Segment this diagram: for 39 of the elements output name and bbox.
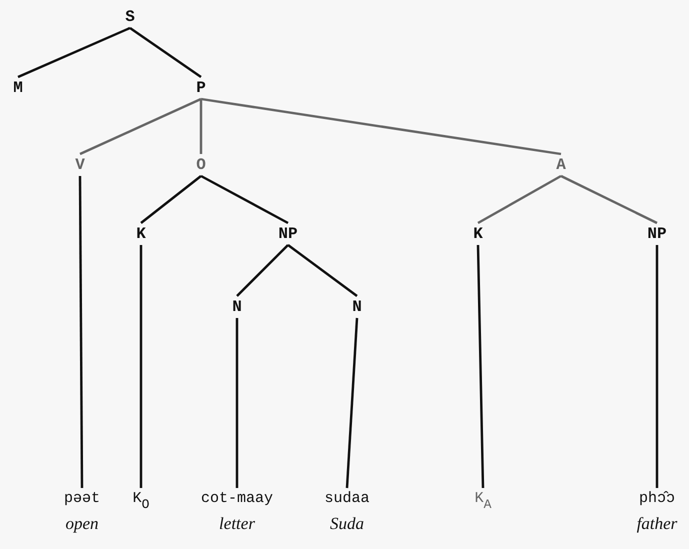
tree-branch <box>18 26 130 78</box>
tree-branch <box>476 244 484 488</box>
tree-branch <box>200 98 562 156</box>
tree-branch <box>80 98 202 156</box>
word-label: cot-maay <box>199 490 275 508</box>
tree-branch <box>477 174 562 224</box>
category-label: N <box>350 298 364 316</box>
category-label: V <box>73 156 87 174</box>
gloss-text: open <box>65 514 99 534</box>
tree-branch <box>346 318 358 488</box>
category-label: A <box>554 156 568 174</box>
tree-branch <box>236 244 289 297</box>
word-label: K$_{O}$ <box>130 490 152 514</box>
word-label: sudaa <box>322 490 372 508</box>
tree-branch <box>560 174 658 224</box>
gloss-text: father <box>636 514 678 534</box>
tree-branch <box>656 245 658 488</box>
tree-branch <box>129 27 202 78</box>
tree-branch <box>140 245 142 488</box>
tree-branch <box>287 244 358 297</box>
category-label: K <box>134 225 148 243</box>
word-label: phɔ̂ɔ <box>637 490 677 508</box>
category-label: S <box>123 8 137 26</box>
category-label: NP <box>645 225 669 243</box>
tree-branch <box>236 318 238 488</box>
tree-branch <box>200 99 202 154</box>
category-label: K <box>471 225 485 243</box>
word-label: K$_{A}$ <box>472 490 494 514</box>
gloss-text: Suda <box>330 514 364 534</box>
tree-branch <box>78 176 84 488</box>
tree-branch <box>200 174 289 224</box>
gloss-text: letter <box>219 514 255 534</box>
category-label: N <box>230 298 244 316</box>
category-label: P <box>194 79 208 97</box>
category-label: O <box>194 156 208 174</box>
category-label: M <box>11 79 25 97</box>
category-label: NP <box>276 225 300 243</box>
tree-branch <box>140 175 202 224</box>
word-label: pəət <box>62 490 102 508</box>
